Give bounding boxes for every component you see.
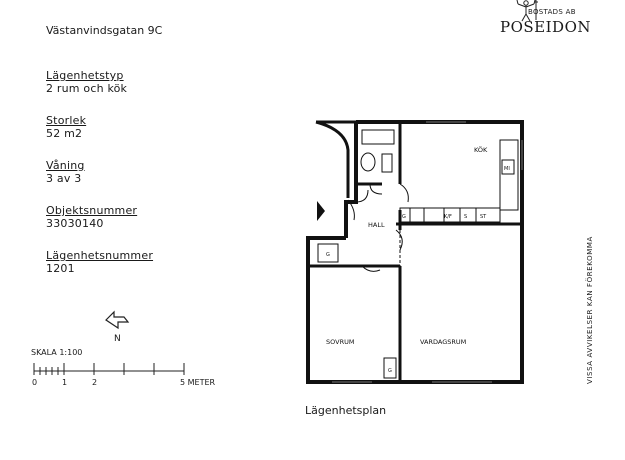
info-value: 52 m2: [46, 127, 83, 140]
room-label-hall: HALL: [368, 221, 385, 229]
info-value: 33030140: [46, 217, 104, 230]
fixture-label-wardrobe: G: [388, 368, 392, 374]
room-label-sovrum: SOVRUM: [326, 338, 354, 346]
scale-tick: 5 METER: [180, 378, 216, 387]
entrance-arrow-icon: [317, 201, 325, 221]
disclaimer-text: VISSA AVVIKELSER KAN FÖREKOMMA: [586, 236, 594, 384]
fixture-label-wardrobe: G: [402, 214, 406, 220]
info-label: Storlek: [46, 114, 87, 127]
logo-top-text: BOSTADS AB: [528, 8, 576, 16]
info-apartment-number: Lägenhetsnummer 1201: [46, 249, 153, 275]
info-size: Storlek 52 m2: [46, 114, 86, 140]
scale-tick: 2: [92, 378, 98, 387]
info-label: Lägenhetsnummer: [46, 249, 154, 262]
fixture-label-sink: S: [464, 214, 467, 220]
scale-label: SKALA 1:100: [31, 348, 83, 357]
info-object-number: Objektsnummer 33030140: [46, 204, 137, 230]
fixture-label-wardrobe: G: [326, 252, 330, 258]
fixture-label-stove: ST: [480, 214, 487, 220]
poseidon-figure-icon: [516, 0, 538, 22]
compass-label: N: [114, 334, 121, 344]
floor-plan: KÖK HALL SOVRUM VARDAGSRUM G K/F S ST MI…: [306, 120, 524, 384]
room-label-vardagsrum: VARDAGSRUM: [420, 338, 466, 346]
info-value: 3 av 3: [46, 172, 82, 185]
room-label-kok: KÖK: [474, 145, 488, 154]
address: Västanvindsgatan 9C: [46, 24, 163, 37]
info-label: Lägenhetstyp: [46, 69, 124, 82]
logo: BOSTADS AB POSEIDON: [498, 0, 591, 42]
info-apartment-type: Lägenhetstyp 2 rum och kök: [46, 69, 127, 95]
info-label: Våning: [46, 159, 85, 172]
north-arrow-icon: [105, 310, 130, 330]
scale-bar: [33, 363, 185, 375]
scale-tick: 0: [32, 378, 38, 387]
info-value: 2 rum och kök: [46, 82, 128, 95]
info-value: 1201: [46, 262, 75, 275]
info-floor: Våning 3 av 3: [46, 159, 85, 185]
fixture-label-fridge: K/F: [444, 214, 452, 220]
info-label: Objektsnummer: [46, 204, 138, 217]
fixture-label-microwave: MI: [504, 166, 510, 172]
scale-tick: 1: [62, 378, 68, 387]
logo-main-text: POSEIDON: [500, 18, 591, 36]
plan-title: Lägenhetsplan: [305, 404, 387, 417]
